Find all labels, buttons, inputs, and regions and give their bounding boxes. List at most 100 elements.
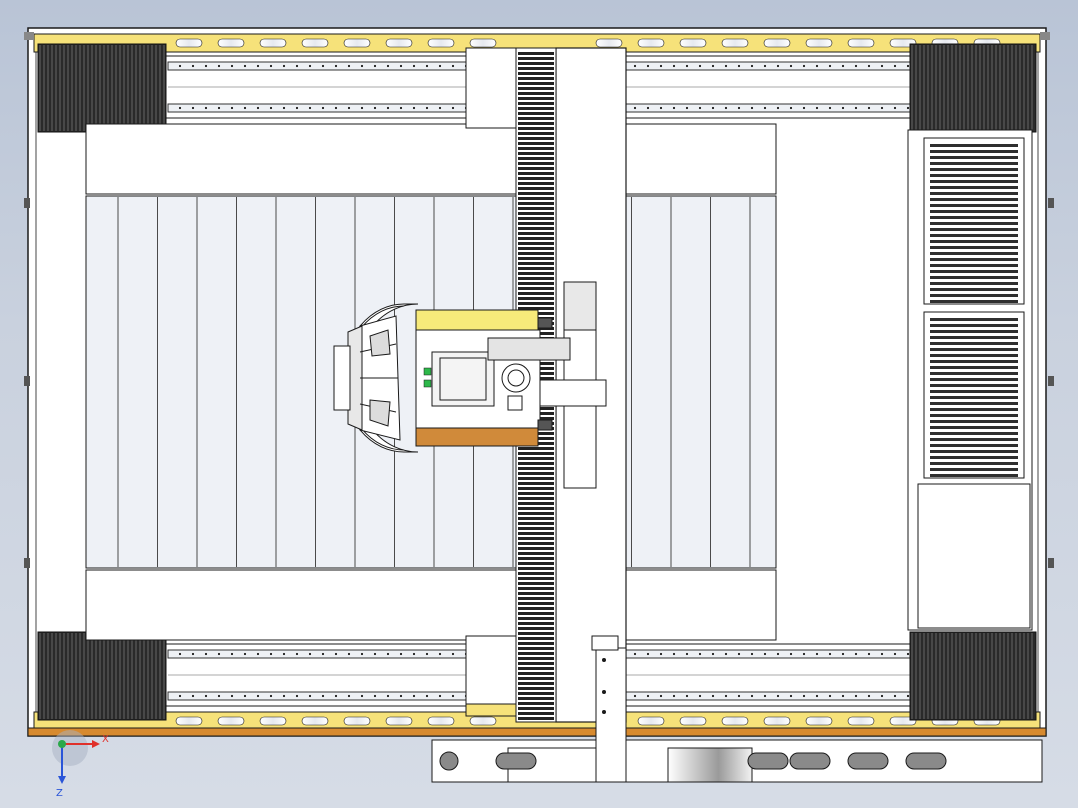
rail-slot — [427, 716, 455, 726]
louvre-slat — [930, 282, 1018, 285]
guide-bolt — [269, 106, 273, 110]
guide-bolt — [347, 652, 351, 656]
guide-bolt — [763, 64, 767, 68]
guide-bolt — [360, 64, 364, 68]
guide-bolt — [321, 652, 325, 656]
louvre-slat — [930, 330, 1018, 333]
rack-tooth — [518, 237, 554, 240]
guide-bolt — [711, 652, 715, 656]
guide-bolt — [282, 64, 286, 68]
rack-tooth — [518, 542, 554, 545]
guide-bolt — [841, 694, 845, 698]
guide-bolt — [243, 652, 247, 656]
guide-bolt — [711, 64, 715, 68]
louvre-slat — [930, 450, 1018, 453]
guide-bolt — [698, 652, 702, 656]
louvre-slat — [930, 222, 1018, 225]
guide-bolt — [321, 694, 325, 698]
rack-tooth — [518, 252, 554, 255]
guide-bolt — [438, 64, 442, 68]
rack-tooth — [518, 537, 554, 540]
guide-bolt — [230, 694, 234, 698]
rack-tooth — [518, 672, 554, 675]
louvre-slat — [930, 168, 1018, 171]
guide-bolt — [906, 106, 910, 110]
guide-bolt — [321, 106, 325, 110]
rail-slot — [385, 716, 413, 726]
guide-bolt — [776, 106, 780, 110]
rail-slot — [763, 716, 791, 726]
rack-tooth — [518, 287, 554, 290]
rack-tooth — [518, 272, 554, 275]
bellows-body — [37, 631, 167, 721]
guide-bolt — [256, 652, 260, 656]
louvre-slat — [930, 366, 1018, 369]
rack-tooth — [518, 697, 554, 700]
rack-tooth — [518, 57, 554, 60]
rack-tooth — [518, 277, 554, 280]
rack-tooth — [518, 647, 554, 650]
rack-tooth — [518, 462, 554, 465]
rack-tooth — [518, 617, 554, 620]
guide-bolt — [256, 64, 260, 68]
rack-tooth — [518, 642, 554, 645]
guide-bolt — [672, 106, 676, 110]
frame-clips — [24, 32, 1054, 568]
rail-slot — [721, 38, 749, 48]
guide-bolt — [815, 64, 819, 68]
guide-bolt — [399, 64, 403, 68]
guide-bolt — [737, 694, 741, 698]
bellows-cover-top-right — [909, 43, 1037, 133]
guide-bolt — [750, 64, 754, 68]
guide-bolt — [880, 106, 884, 110]
guide-bolt — [217, 64, 221, 68]
guide-bolt — [256, 694, 260, 698]
guide-bolt — [789, 106, 793, 110]
guide-bolt — [282, 106, 286, 110]
guide-bolt — [815, 652, 819, 656]
louvre-slat — [930, 264, 1018, 267]
rack-tooth — [518, 692, 554, 695]
guide-bolt — [334, 64, 338, 68]
rack-tooth — [518, 132, 554, 135]
louvre-slat — [930, 156, 1018, 159]
rack-tooth — [518, 157, 554, 160]
rail-slot — [763, 38, 791, 48]
guide-bolt — [230, 652, 234, 656]
rack-tooth — [518, 512, 554, 515]
rack-tooth — [518, 632, 554, 635]
guide-bolt — [880, 652, 884, 656]
guide-bolt — [425, 64, 429, 68]
cutting-head-icon[interactable] — [333, 303, 571, 453]
rack-tooth — [518, 587, 554, 590]
louvre-slat — [930, 288, 1018, 291]
louvre-slat — [930, 240, 1018, 243]
rail-slot — [217, 716, 245, 726]
louvre-slat — [930, 216, 1018, 219]
guide-bolt — [412, 106, 416, 110]
louvre-slat — [930, 384, 1018, 387]
rack-tooth — [518, 267, 554, 270]
guide-bolt — [269, 694, 273, 698]
guide-bolt — [659, 694, 663, 698]
louvre-slat — [930, 372, 1018, 375]
louvre-slat — [930, 360, 1018, 363]
guide-bolt — [178, 64, 182, 68]
guide-bolt — [386, 694, 390, 698]
guide-bolt — [230, 64, 234, 68]
louvre-slat — [930, 258, 1018, 261]
rack-tooth — [518, 82, 554, 85]
guide-bolt — [360, 652, 364, 656]
guide-bolt — [906, 694, 910, 698]
guide-bolt — [347, 106, 351, 110]
rail-slot — [217, 38, 245, 48]
rack-tooth — [518, 622, 554, 625]
guide-bolt — [672, 694, 676, 698]
guide-bolt — [178, 652, 182, 656]
guide-bolt — [243, 694, 247, 698]
guide-bolt — [230, 106, 234, 110]
guide-bolt — [867, 64, 871, 68]
guide-bolt — [750, 652, 754, 656]
